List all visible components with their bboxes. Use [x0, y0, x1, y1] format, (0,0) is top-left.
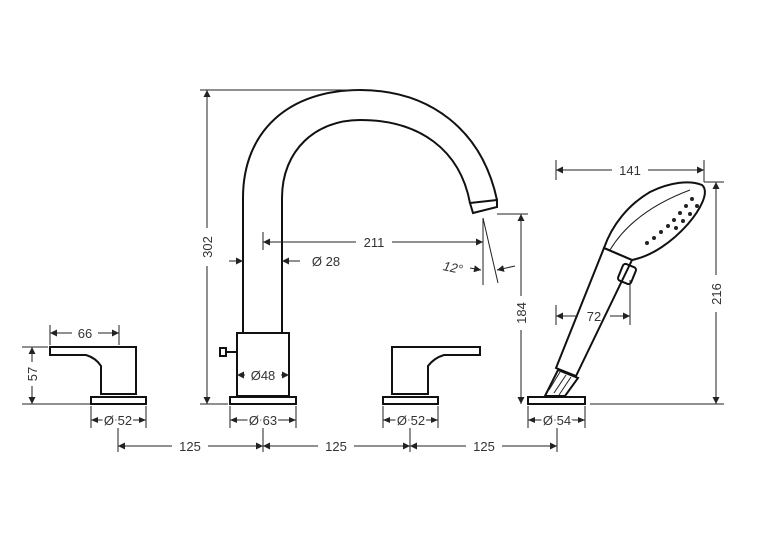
spout-outlet-dimension-184: 184 — [497, 213, 529, 404]
spacing-label-2: 125 — [325, 439, 347, 454]
right-handle — [382, 346, 481, 405]
base-right-label: Ø 52 — [397, 413, 425, 428]
nozzles — [645, 197, 699, 245]
right-base-dimension: Ø 52 — [382, 406, 439, 430]
spout-body-label: Ø48 — [251, 368, 276, 383]
base-shower-label: Ø 54 — [543, 413, 571, 428]
spacing-dimensions: 125 125 125 — [117, 428, 558, 454]
hand-shower-dimension-72: 72 — [555, 280, 631, 325]
spout-angle-dimension: 12° — [442, 217, 516, 285]
pipe-diameter-label: Ø 28 — [312, 254, 340, 269]
spout-height-label: 302 — [200, 236, 215, 258]
spacing-label-1: 125 — [179, 439, 201, 454]
base-spout-label: Ø 63 — [249, 413, 277, 428]
hand-shower-length-label: 141 — [619, 163, 641, 178]
left-handle — [49, 346, 147, 405]
spout-outlet-height-label: 184 — [514, 302, 529, 324]
spout-height-dimension-302: 302 — [200, 89, 360, 405]
shower-base-dimension: Ø 54 — [527, 406, 586, 430]
left-handle-dimension-66: 66 — [49, 325, 120, 345]
hand-shower-dimension-141: 141 — [555, 160, 705, 182]
hand-shower — [527, 181, 706, 405]
handle-length-label: 66 — [78, 326, 92, 341]
hand-shower-height-label: 216 — [709, 283, 724, 305]
spout-reach-label: 211 — [364, 235, 385, 250]
left-handle-dimension-57: 57 — [22, 346, 90, 405]
spacing-label-3: 125 — [473, 439, 495, 454]
spout-angle-label: 12° — [442, 258, 464, 277]
pipe-diameter-dimension-28: Ø 28 — [229, 254, 340, 269]
spout-body-dimension-48: Ø48 — [237, 368, 289, 383]
spout — [219, 88, 498, 405]
hand-shower-width-label: 72 — [587, 309, 601, 324]
hand-shower-dimension-216: 216 — [590, 181, 724, 405]
handle-height-label: 57 — [25, 367, 40, 381]
left-base-dimension: Ø 52 — [90, 406, 147, 430]
spout-base-dimension-63: Ø 63 — [229, 406, 297, 430]
base-left-label: Ø 52 — [104, 413, 132, 428]
spout-reach-dimension-211: 211 — [262, 218, 484, 250]
